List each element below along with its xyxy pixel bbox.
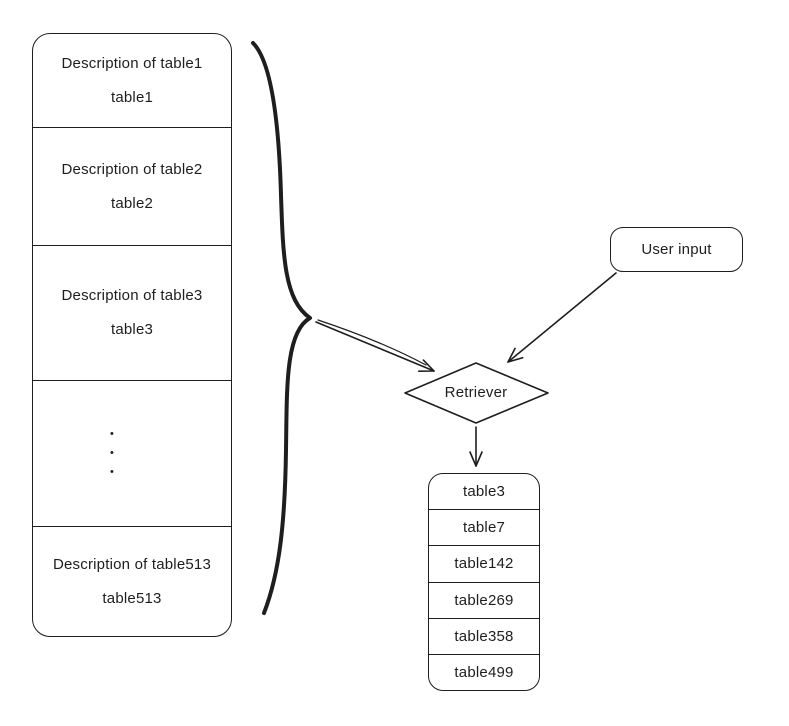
result-label: table142 bbox=[454, 555, 514, 573]
section-description: Description of table513 bbox=[52, 556, 212, 574]
catalog-section-ellipsis: • • • bbox=[33, 379, 231, 527]
result-row: table269 bbox=[429, 581, 539, 618]
table-catalog: Description of table1 table1 Description… bbox=[32, 33, 232, 637]
result-row: table3 bbox=[429, 474, 539, 509]
result-label: table499 bbox=[454, 663, 514, 681]
section-table-name: table1 bbox=[110, 89, 154, 107]
result-row: table358 bbox=[429, 617, 539, 654]
retriever-label: Retriever bbox=[444, 384, 508, 401]
section-description: Description of table1 bbox=[61, 55, 203, 73]
result-label: table3 bbox=[462, 483, 506, 501]
section-table-name: table513 bbox=[102, 590, 162, 608]
arrow-user-input-to-retriever bbox=[507, 272, 617, 363]
result-label: table7 bbox=[462, 519, 506, 537]
arrow-catalog-to-retriever bbox=[315, 321, 435, 372]
arrow-catalog-to-retriever-overdraw bbox=[317, 319, 427, 366]
result-label: table269 bbox=[454, 591, 514, 609]
ellipsis-dots: • • • bbox=[109, 427, 115, 478]
section-description: Description of table3 bbox=[61, 287, 203, 305]
result-row: table7 bbox=[429, 509, 539, 545]
catalog-section-table3: Description of table3 table3 bbox=[33, 244, 231, 380]
catalog-section-table513: Description of table513 table513 bbox=[33, 526, 231, 636]
user-input-box: User input bbox=[610, 227, 743, 272]
section-description: Description of table2 bbox=[61, 160, 203, 178]
curly-brace-icon bbox=[251, 41, 312, 615]
section-table-name: table2 bbox=[110, 194, 154, 212]
result-row: table142 bbox=[429, 545, 539, 581]
catalog-section-table1: Description of table1 table1 bbox=[33, 34, 231, 127]
result-row: table499 bbox=[429, 653, 539, 690]
section-table-name: table3 bbox=[110, 321, 154, 339]
user-input-label: User input bbox=[641, 241, 712, 258]
results-list: table3 table7 table142 table269 table358… bbox=[428, 473, 540, 691]
catalog-section-table2: Description of table2 table2 bbox=[33, 127, 231, 245]
result-label: table358 bbox=[454, 627, 514, 645]
